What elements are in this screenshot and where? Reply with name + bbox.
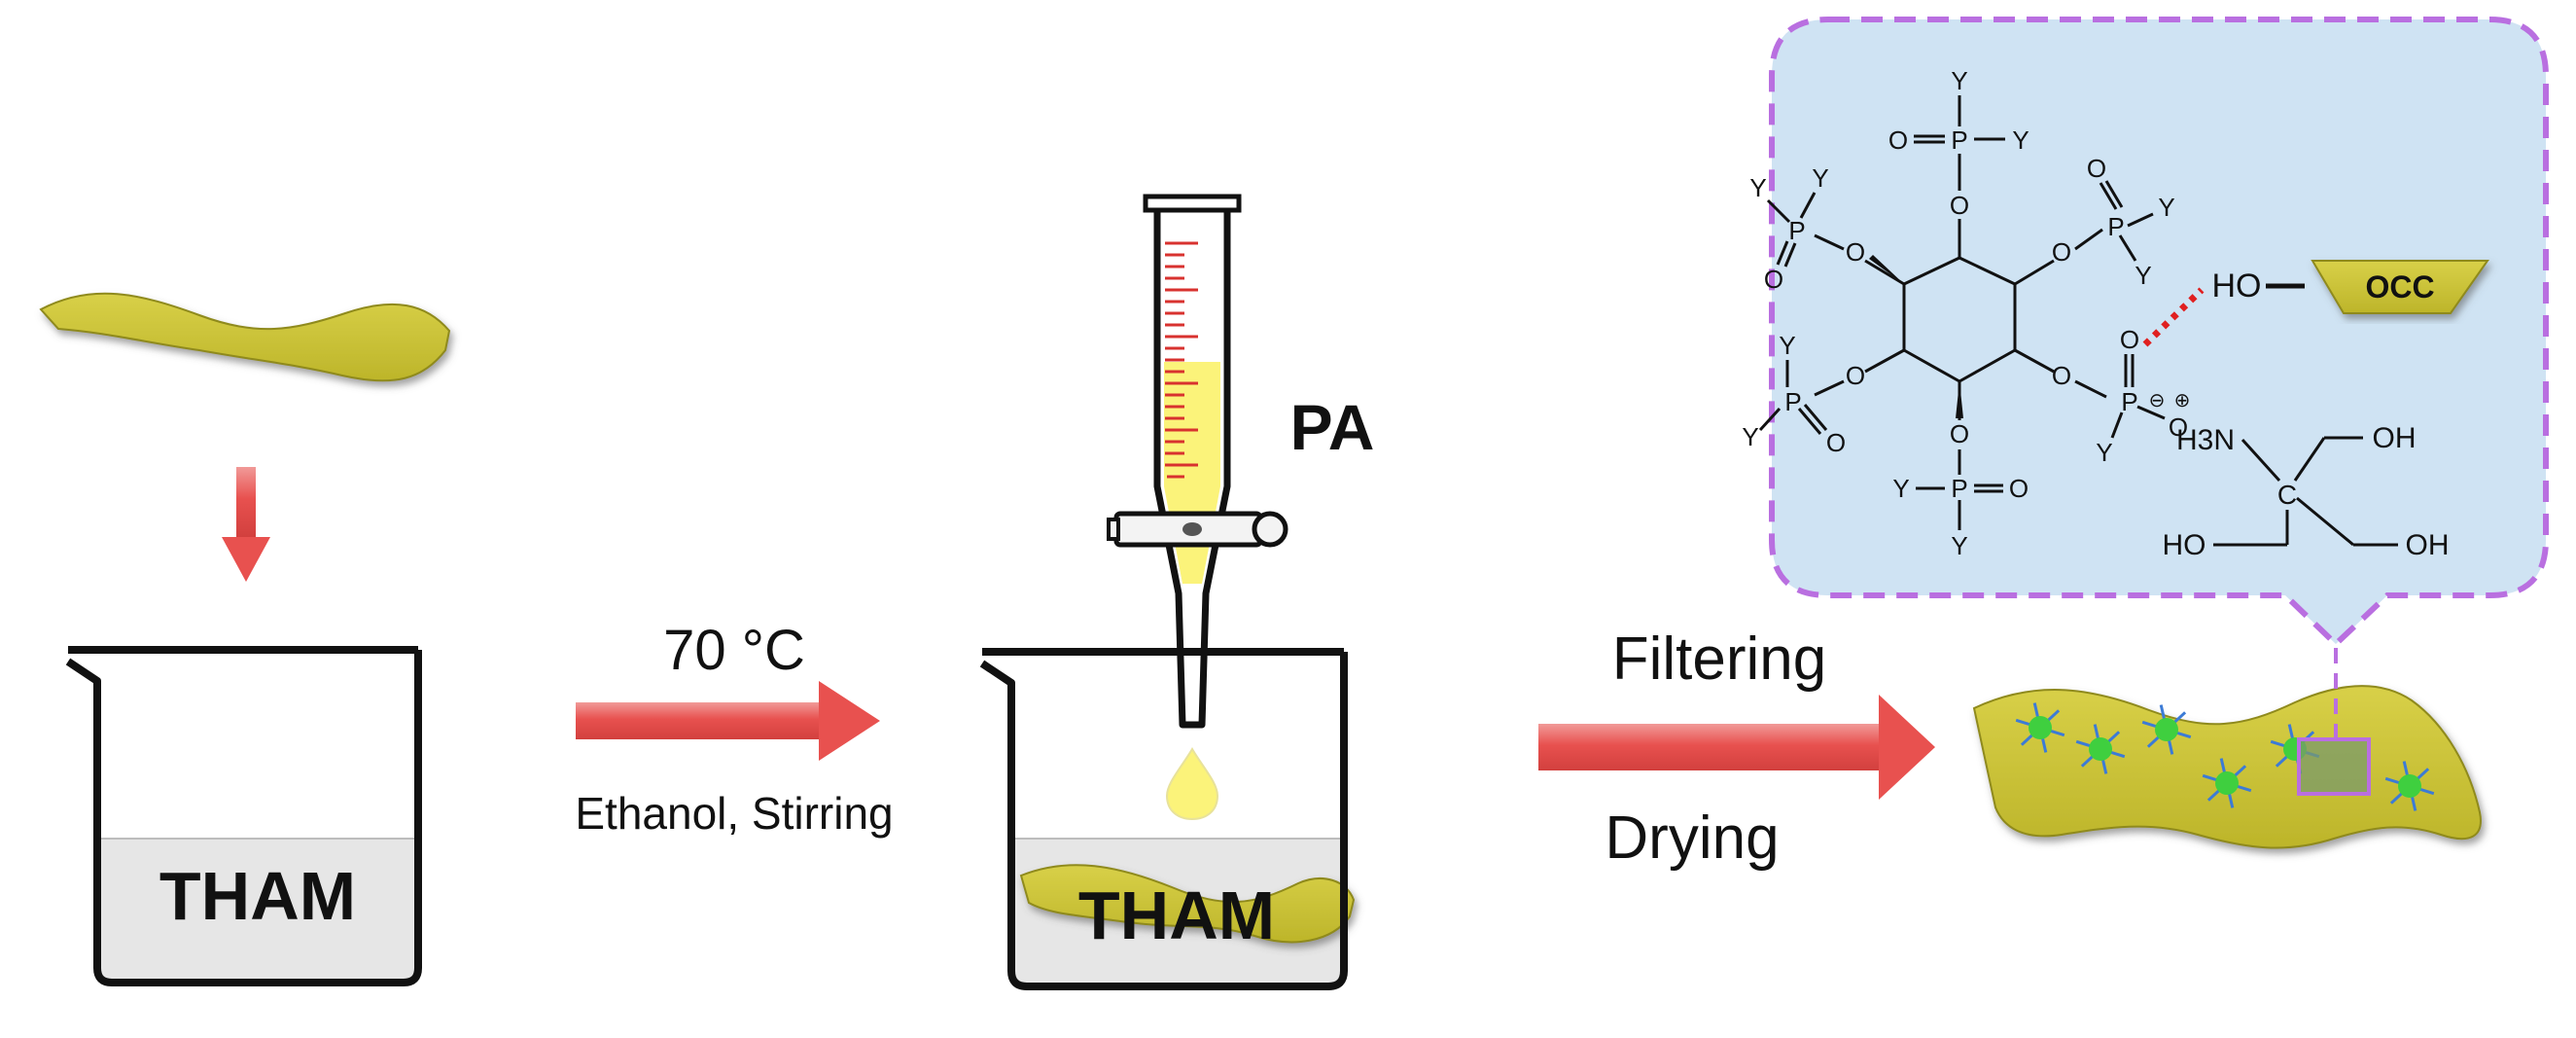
svg-text:HO: HO (2163, 529, 2206, 561)
reagent-label: PA (1290, 391, 1375, 463)
crosslink-star (2141, 704, 2192, 755)
svg-text:Y: Y (1951, 66, 1967, 95)
beaker-2: THAM (979, 648, 1356, 990)
svg-text:O: O (2169, 412, 2188, 442)
step-1-temperature: 70 °C (663, 619, 805, 682)
zoom-region-box (2297, 737, 2371, 796)
raw-fiber (39, 292, 451, 382)
svg-text:Y: Y (2158, 193, 2174, 222)
tham-structure: H3N C OH HO OH (2163, 422, 2450, 561)
svg-text:O: O (1846, 361, 1865, 390)
svg-text:O: O (1950, 419, 1969, 448)
crosslink-star (2075, 724, 2126, 774)
beaker-1-solution (97, 839, 418, 981)
phytic-acid-structure: O O O O O O P Y O Y P O Y Y (1742, 66, 2190, 560)
svg-text:Y: Y (1742, 422, 1758, 451)
occ-label: OCC (2365, 269, 2434, 304)
svg-text:P: P (1784, 387, 1801, 416)
svg-text:Y: Y (2135, 261, 2151, 290)
droplet (1165, 747, 1219, 821)
process-arrow-1 (576, 681, 880, 761)
beaker-1: THAM (65, 646, 422, 986)
svg-text:O: O (1826, 428, 1846, 457)
svg-text:P: P (2107, 212, 2124, 241)
crosslink-star (2384, 761, 2435, 811)
svg-text:O: O (1846, 237, 1865, 267)
product-fiber (1972, 685, 2482, 849)
beaker-1-label: THAM (159, 858, 356, 934)
hydroxyl-label: HO (2212, 268, 2262, 304)
svg-text:O: O (2009, 474, 2029, 503)
beaker-2-glass (979, 652, 1348, 990)
svg-text:OH: OH (2406, 529, 2450, 561)
svg-text:Y: Y (2096, 438, 2112, 467)
svg-text:OH: OH (2373, 422, 2417, 454)
svg-text:O: O (2120, 325, 2139, 354)
burette-graduations (1165, 241, 1198, 479)
svg-text:Y: Y (1749, 173, 1766, 202)
svg-text:O: O (1764, 265, 1783, 294)
svg-text:Y: Y (1779, 331, 1795, 360)
svg-text:Y: Y (1951, 531, 1967, 560)
svg-text:O: O (1888, 125, 1908, 155)
beaker-2-fiber (1019, 864, 1356, 944)
svg-text:P: P (1951, 474, 1967, 503)
svg-text:O: O (2052, 237, 2071, 267)
amine-label: H3N (2176, 424, 2235, 456)
svg-text:P: P (1788, 216, 1805, 245)
burette (1107, 194, 1288, 729)
svg-text:P: P (2121, 387, 2137, 416)
occ-fiber (2311, 260, 2489, 314)
svg-text:Y: Y (1812, 163, 1828, 193)
hydrogen-bond (2142, 287, 2205, 347)
svg-text:O: O (1950, 191, 1969, 220)
molecular-callout (1769, 17, 2549, 649)
beaker-1-glass (65, 650, 422, 986)
beaker-2-label: THAM (1078, 877, 1275, 953)
svg-text:O: O (2087, 154, 2106, 183)
crosslink-star (2015, 702, 2065, 753)
crosslink-star (2202, 758, 2252, 808)
svg-text:⊖: ⊖ (2149, 390, 2166, 412)
svg-text:Y: Y (1892, 474, 1909, 503)
crosslink-sites (2015, 702, 2435, 811)
svg-text:Y: Y (2012, 125, 2029, 155)
svg-text:O: O (2052, 361, 2071, 390)
svg-text:C: C (2277, 480, 2297, 510)
process-arrow-2 (1538, 695, 1935, 800)
svg-text:P: P (1951, 125, 1967, 155)
svg-text:⊕: ⊕ (2174, 390, 2191, 412)
step-2-filtering: Filtering (1612, 626, 1827, 693)
step-2-drying: Drying (1605, 805, 1779, 872)
down-arrow (222, 467, 270, 582)
step-1-conditions: Ethanol, Stirring (575, 788, 893, 839)
